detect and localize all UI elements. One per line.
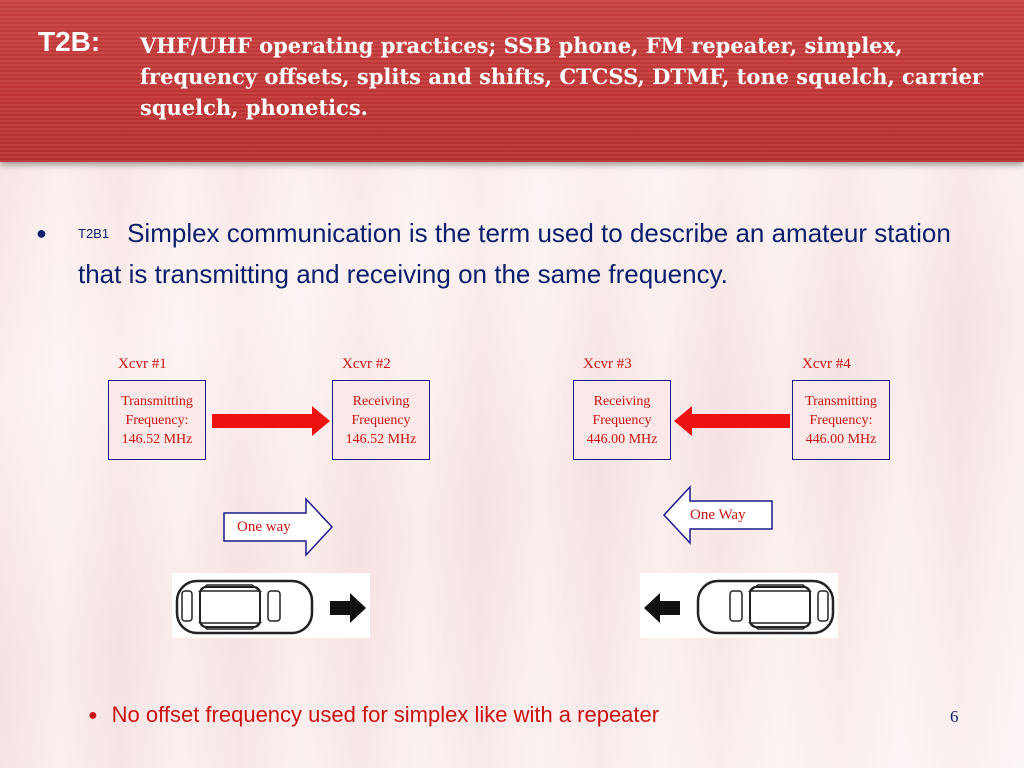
box-line: Transmitting xyxy=(121,393,193,409)
bullet-text: Simplex communication is the term used t… xyxy=(78,218,951,289)
box-line: Frequency: xyxy=(125,412,189,428)
bullet-text: No offset frequency used for simplex lik… xyxy=(111,702,660,727)
car-icon xyxy=(175,579,366,635)
xcvr-3-label: Xcvr #3 xyxy=(583,356,632,372)
box-line: Transmitting xyxy=(805,393,877,409)
xcvr-2-label: Xcvr #2 xyxy=(342,356,391,372)
one-way-label-right: One Way xyxy=(690,507,746,523)
box-line: Frequency: xyxy=(809,412,873,428)
xcvr-2-box: Receiving Frequency 146.52 MHz xyxy=(332,380,430,460)
box-line: 146.52 MHz xyxy=(121,431,193,447)
one-way-right-arrow-icon xyxy=(223,497,334,557)
box-line: Receiving xyxy=(593,393,651,409)
box-line: 446.00 MHz xyxy=(586,431,658,447)
bullet-no-offset: ● No offset frequency used for simplex li… xyxy=(88,702,659,728)
red-arrow-left-icon xyxy=(674,406,790,436)
xcvr-1-label: Xcvr #1 xyxy=(118,356,167,372)
page-number: 6 xyxy=(950,707,959,726)
question-code: T2B1 xyxy=(78,226,110,241)
box-line: Frequency xyxy=(592,412,652,428)
car-right xyxy=(640,573,838,638)
bullet-dot-icon: ● xyxy=(36,223,47,243)
title-banner: T2B: VHF/UHF operating practices; SSB ph… xyxy=(0,0,1024,162)
section-code: T2B: xyxy=(38,26,101,57)
red-arrow-right-icon xyxy=(212,406,330,436)
car-icon xyxy=(644,579,835,635)
box-line: Receiving xyxy=(352,393,410,409)
car-left xyxy=(172,573,370,638)
arrow-left-icon xyxy=(644,593,680,623)
box-line: 446.00 MHz xyxy=(805,431,877,447)
slide-title: VHF/UHF operating practices; SSB phone, … xyxy=(140,33,983,120)
box-line: 146.52 MHz xyxy=(345,431,417,447)
xcvr-4-label: Xcvr #4 xyxy=(802,356,851,372)
xcvr-1-box: Transmitting Frequency: 146.52 MHz xyxy=(108,380,206,460)
bullet-dot-icon: ● xyxy=(88,707,98,724)
xcvr-4-box: Transmitting Frequency: 446.00 MHz xyxy=(792,380,890,460)
arrow-right-icon xyxy=(330,593,366,623)
box-line: Frequency xyxy=(351,412,411,428)
one-way-left-arrow-icon xyxy=(662,485,773,545)
xcvr-3-box: Receiving Frequency 446.00 MHz xyxy=(573,380,671,460)
one-way-label-left: One way xyxy=(237,519,291,535)
